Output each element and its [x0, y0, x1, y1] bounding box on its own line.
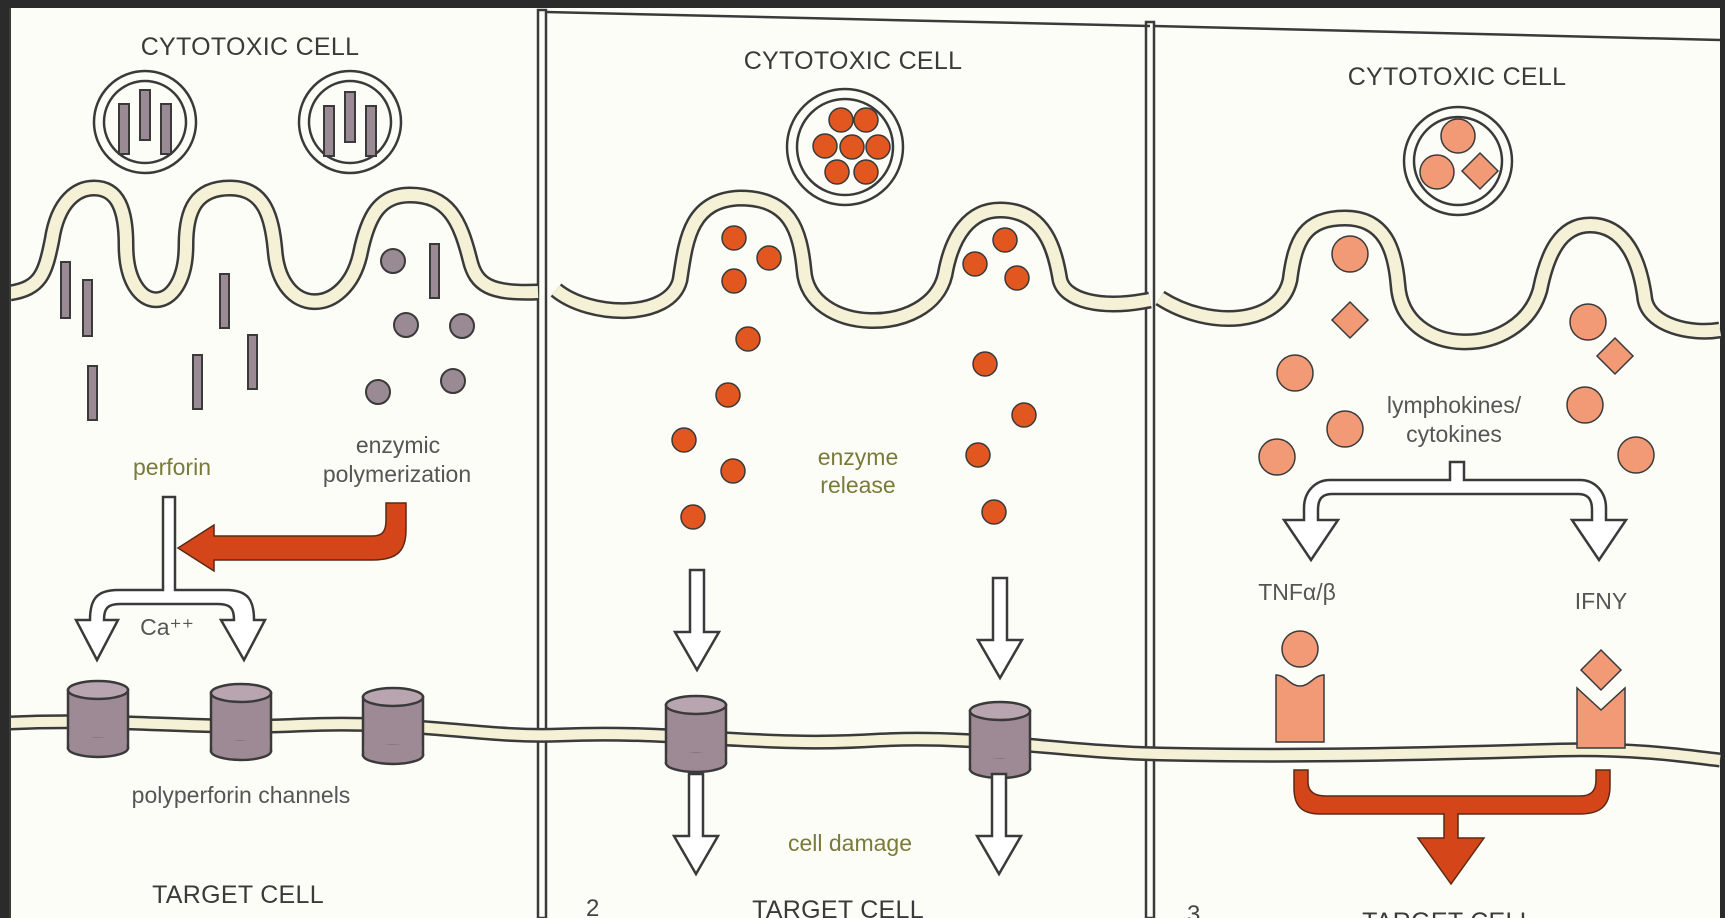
enzymic-label: enzymic	[356, 432, 440, 458]
lymphokines-label: lymphokines/	[1387, 392, 1522, 418]
cytokines-label: cytokines	[1406, 421, 1502, 447]
panel-3-title: CYTOTOXIC CELL	[1348, 63, 1567, 91]
panel-3-bottom-label: TARGET CELL	[1362, 908, 1534, 918]
polyperforin-channel	[68, 681, 128, 757]
panel-2-number: 2	[586, 895, 599, 918]
channels-label: polyperforin channels	[132, 782, 351, 808]
polyperforin-channel	[363, 688, 423, 764]
enzyme-label: enzyme	[818, 444, 899, 470]
panel-2-title: CYTOTOXIC CELL	[744, 47, 963, 75]
perforin-granule	[94, 71, 196, 173]
polyperforin-channel	[211, 684, 271, 760]
panel-divider-1	[538, 10, 546, 918]
panel-1-bottom-label: TARGET CELL	[152, 881, 324, 909]
release-label: release	[820, 472, 895, 498]
tnf-label: TNFα/β	[1258, 579, 1336, 605]
perforin-granule	[299, 71, 401, 173]
panel-3-number: 3	[1187, 901, 1200, 918]
perforin-label: perforin	[133, 454, 211, 480]
panel-1-title: CYTOTOXIC CELL	[141, 33, 360, 61]
panel-divider-2	[1146, 22, 1154, 918]
calcium-label: Ca⁺⁺	[140, 614, 194, 640]
enzyme-granule	[787, 89, 903, 205]
cell-damage-label: cell damage	[788, 830, 912, 856]
polymerization-label: polymerization	[323, 461, 471, 487]
tnf-receptor	[1276, 631, 1324, 742]
enzyme-channel	[970, 702, 1030, 778]
enzyme-channel	[666, 696, 726, 772]
ifn-label: IFNY	[1575, 588, 1627, 614]
panel-2-bottom-label: TARGET CELL	[752, 896, 924, 918]
cytokine-granule	[1404, 107, 1512, 215]
